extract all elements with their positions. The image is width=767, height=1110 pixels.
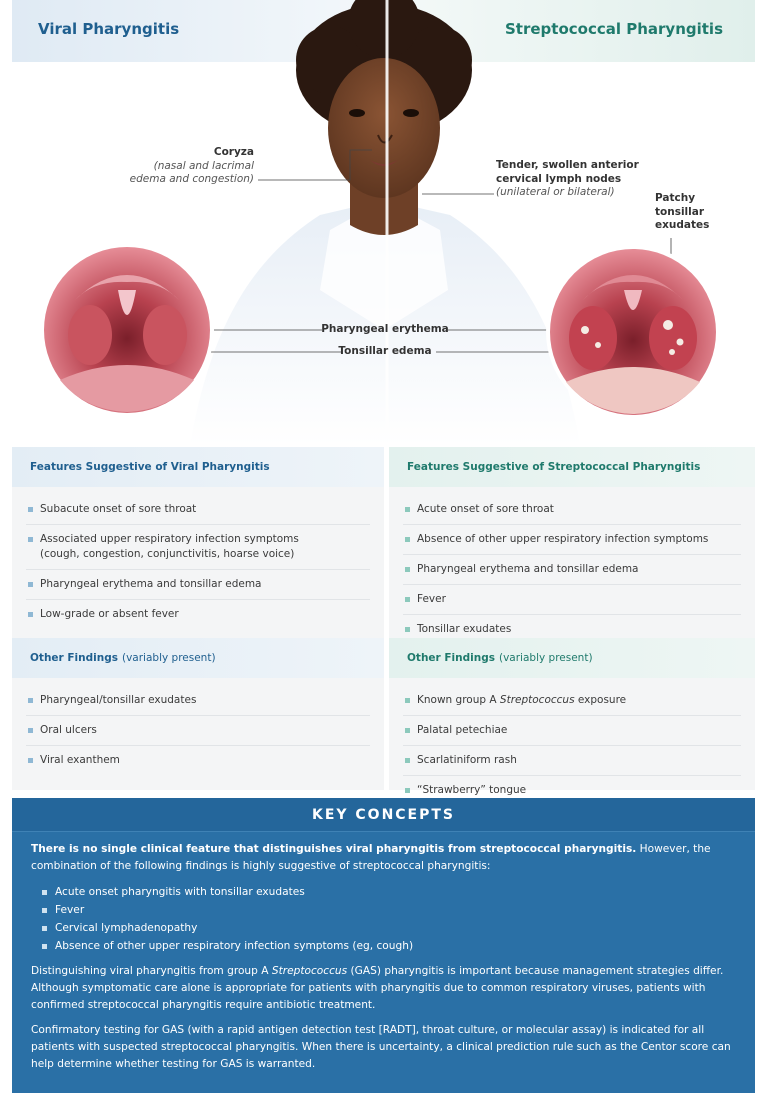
list-item: Pharyngeal erythema and tonsillar edema [403, 555, 741, 585]
strep-other-heading: Other Findings(variably present) [389, 638, 755, 678]
list-item: Absence of other upper respiratory infec… [403, 525, 741, 555]
key-concepts-testing: Confirmatory testing for GAS (with a rap… [31, 1024, 731, 1070]
list-item: Pharyngeal erythema and tonsillar edema [26, 570, 370, 600]
edema-annotation: Tonsillar edema [290, 345, 480, 359]
strep-other-panel: Other Findings(variably present) Known g… [389, 638, 755, 796]
coryza-detail-2: edema and congestion) [129, 173, 254, 185]
list-item: Acute onset pharyngitis with tonsillar e… [41, 883, 737, 901]
viral-other-heading: Other Findings(variably present) [12, 638, 384, 678]
exudate-label-1: Patchy [655, 192, 696, 204]
list-item: Associated upper respiratory infection s… [26, 525, 370, 570]
viral-throat-image [40, 243, 214, 417]
strep-throat-image [546, 245, 720, 419]
key-concepts-title: KEY CONCEPTS [12, 798, 755, 832]
strep-title: Streptococcal Pharyngitis [505, 20, 723, 38]
list-item: Oral ulcers [26, 716, 370, 746]
list-item: Scarlatiniform rash [403, 746, 741, 776]
exudate-label-3: exudates [655, 219, 710, 231]
exudate-annotation: Patchy tonsillar exudates [655, 192, 745, 233]
key-concepts-management: Distinguishing viral pharyngitis from gr… [31, 965, 724, 1011]
list-item: Fever [41, 901, 737, 919]
lymph-detail: (unilateral or bilateral) [496, 186, 615, 198]
patient-illustration [12, 0, 755, 445]
erythema-annotation: Pharyngeal erythema [290, 323, 480, 337]
viral-features-panel: Features Suggestive of Viral Pharyngitis… [12, 447, 384, 639]
viral-title: Viral Pharyngitis [38, 20, 180, 38]
lymph-label-2: cervical lymph nodes [496, 172, 622, 185]
illustration-area: Viral Pharyngitis Streptococcal Pharyngi… [0, 0, 767, 445]
list-item: Acute onset of sore throat [403, 495, 741, 525]
coryza-label: Coryza [213, 146, 254, 158]
list-item: Subacute onset of sore throat [26, 495, 370, 525]
list-item: Fever [403, 585, 741, 615]
key-concepts-intro: There is no single clinical feature that… [31, 843, 711, 872]
list-item: Absence of other upper respiratory infec… [41, 937, 737, 955]
lymph-node-annotation: Tender, swollen anterior cervical lymph … [496, 159, 666, 200]
list-item: Pharyngeal/tonsillar exudates [26, 686, 370, 716]
key-concepts-box: KEY CONCEPTS There is no single clinical… [12, 798, 755, 1093]
list-item: Tonsillar exudates [403, 615, 741, 644]
list-item: Viral exanthem [26, 746, 370, 775]
face-shape [328, 58, 440, 198]
list-item: Palatal petechiae [403, 716, 741, 746]
edema-label: Tonsillar edema [338, 345, 432, 357]
list-item: Low-grade or absent fever [26, 600, 370, 629]
exudate-label-2: tonsillar [655, 205, 705, 218]
list-item: Known group A Streptococcus exposure [403, 686, 741, 716]
list-item: Cervical lymphadenopathy [41, 919, 737, 937]
strep-features-heading: Features Suggestive of Streptococcal Pha… [389, 447, 755, 487]
strep-features-panel: Features Suggestive of Streptococcal Pha… [389, 447, 755, 639]
key-concepts-list: Acute onset pharyngitis with tonsillar e… [41, 883, 737, 955]
erythema-label: Pharyngeal erythema [321, 323, 449, 335]
list-item: “Strawberry” tongue [403, 776, 741, 805]
coryza-annotation: Coryza (nasal and lacrimal edema and con… [120, 146, 254, 187]
viral-other-panel: Other Findings(variably present) Pharyng… [12, 638, 384, 790]
lymph-label-1: Tender, swollen anterior [496, 159, 639, 171]
coryza-detail-1: (nasal and lacrimal [153, 159, 254, 172]
viral-features-heading: Features Suggestive of Viral Pharyngitis [12, 447, 384, 487]
